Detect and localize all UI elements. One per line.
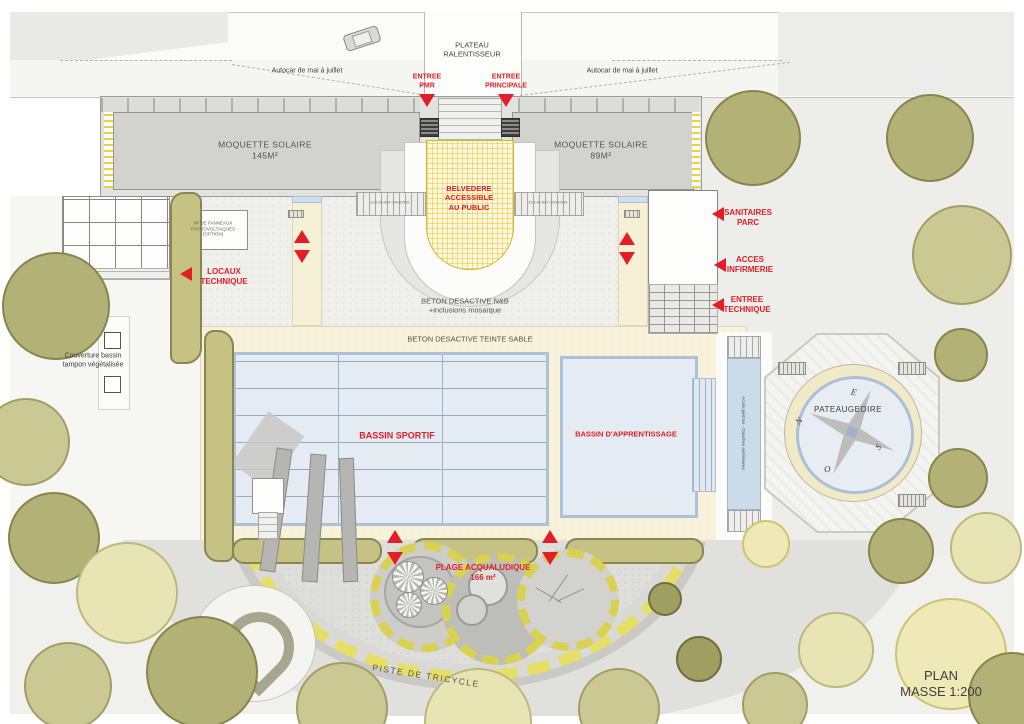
- walkway-right-cap: [618, 196, 648, 203]
- label-autocar-right: Autocar de mai à juillet: [586, 67, 658, 75]
- tree: [742, 520, 790, 568]
- couverture-square-2: [104, 376, 121, 393]
- sanitaires-building: [648, 190, 718, 286]
- label-plan-masse: PLAN MASSE 1:200: [900, 667, 982, 699]
- tree: [912, 205, 1012, 305]
- circulation-arrow-icon: [294, 230, 310, 243]
- gear-2-circle-1: [468, 566, 508, 606]
- stone-paving: [648, 284, 718, 334]
- circulation-arrow-icon: [619, 232, 635, 245]
- pv-field: [62, 196, 170, 270]
- label-beton-nb: BETON DESACTIVE N&B +inclusions mosaïque: [421, 296, 509, 315]
- belvedere-deck: [426, 140, 514, 270]
- circulation-arrow-icon: [542, 552, 558, 565]
- sidewalk-top-right: [778, 12, 1014, 96]
- label-escalier-right: ESCALIER GRADINS: [528, 199, 568, 205]
- tree: [742, 672, 808, 724]
- tree: [0, 398, 70, 486]
- sightline-right-h: [612, 60, 782, 61]
- gear-2-circle-2: [456, 594, 488, 626]
- entrance-arrow-icon: [419, 94, 435, 107]
- gradins-right: [514, 192, 584, 216]
- label-bassin-sportif: BASSIN SPORTIF: [359, 430, 435, 441]
- label-acces-infirmerie: ACCES INFIRMERIE: [726, 255, 774, 274]
- elevator-right: [501, 118, 520, 137]
- solar-edge-left: [104, 112, 113, 188]
- walkway-left-cap: [292, 196, 322, 203]
- tree: [648, 582, 682, 616]
- label-acces-pietons: Accès piétons - Douches extérieures: [740, 396, 746, 470]
- access-stairs-top: [727, 336, 761, 358]
- technique-arrow-icon: [712, 298, 724, 312]
- tree: [950, 512, 1022, 584]
- label-entree-technique: ENTREE TECHNIQUE: [723, 295, 771, 314]
- label-moquette-left: MOQUETTE SOLAIRE 145M²: [218, 139, 312, 160]
- tree: [2, 252, 110, 360]
- hedge-left-lower: [204, 330, 234, 562]
- bench-octagon-3: [778, 362, 806, 375]
- elevator-left: [420, 118, 439, 137]
- circulation-arrow-icon: [294, 250, 310, 263]
- bassin-sportif: [233, 352, 549, 526]
- gradins-left: [356, 192, 426, 216]
- apprentissage-stairs: [692, 378, 716, 492]
- label-plage-acqualudique: PLAGE ACQUALUDIQUE 166 m²: [435, 563, 531, 582]
- entrance-arrow-icon: [498, 94, 514, 107]
- label-pataugeoire: PATEAUGEOIRE: [814, 405, 882, 414]
- label-couverture: Couverture bassin tampon végétalisée: [62, 352, 124, 368]
- infirmerie-arrow-icon: [714, 258, 726, 272]
- tree: [146, 616, 258, 724]
- bench-walkway-left: [288, 210, 304, 218]
- tree: [676, 636, 722, 682]
- sightline-left-h: [60, 60, 232, 61]
- tree: [886, 94, 974, 182]
- label-escalier-left: ESCALIER GRADINS: [370, 199, 410, 205]
- label-plateau-ralentisseur: PLATEAU RALENTISSEUR: [443, 40, 501, 59]
- label-bassin-apprentissage: BASSIN D'APPRENTISSAGE: [575, 429, 677, 439]
- sanitaires-arrow-icon: [712, 207, 724, 221]
- tree: [705, 90, 801, 186]
- circulation-arrow-icon: [387, 552, 403, 565]
- label-entree-pmr: ENTREE PMR: [412, 73, 442, 89]
- road-center: [424, 12, 522, 96]
- pinwheel-icon-3: [396, 592, 422, 618]
- locaux-arrow-icon: [180, 267, 192, 281]
- label-locaux-technique: LOCAUX TECHNIQUE: [200, 267, 248, 286]
- tree: [24, 642, 112, 724]
- pinwheel-icon-1: [392, 561, 424, 593]
- circulation-arrow-icon: [619, 252, 635, 265]
- label-sanitaires-parc: SANITAIRES PARC: [724, 208, 772, 227]
- solar-edge-right: [692, 112, 700, 188]
- tree: [798, 612, 874, 688]
- label-belvedere: BELVEDERE ACCESSIBLE AU PUBLIC: [444, 183, 494, 212]
- pinwheel-icon-2: [420, 577, 448, 605]
- label-entree-principale: ENTREE PRINCIPALE: [485, 73, 527, 89]
- label-beton-sable: BETON DESACTIVE TEINTE SABLE: [407, 334, 533, 344]
- roof-joists-left: [101, 98, 420, 112]
- tree: [76, 542, 178, 644]
- tree: [928, 448, 988, 508]
- slide-platform: [252, 478, 284, 514]
- bench-octagon-1: [898, 362, 926, 375]
- couverture-square-1: [104, 332, 121, 349]
- bench-octagon-2: [898, 494, 926, 507]
- bench-walkway-right: [624, 210, 640, 218]
- gear-icon-3: [517, 549, 619, 651]
- slide-ladder: [258, 512, 278, 540]
- tree: [868, 518, 934, 584]
- label-moquette-right: MOQUETTE SOLAIRE 89M²: [554, 139, 648, 160]
- moquette-solaire-left: [113, 112, 420, 190]
- hedge-left-upper: [170, 192, 202, 364]
- circulation-arrow-icon: [542, 530, 558, 543]
- roof-joists-right: [518, 98, 699, 112]
- compass-o: O: [823, 463, 832, 475]
- label-panneaux-photovoltaiques: M² DE PANNEAUX PHOTOVOLTAIQUES (OPTION): [190, 220, 236, 237]
- label-autocar-left: Autocar de mai à juillet: [271, 67, 343, 75]
- tree: [934, 328, 988, 382]
- circulation-arrow-icon: [387, 530, 403, 543]
- access-strip: [727, 358, 761, 510]
